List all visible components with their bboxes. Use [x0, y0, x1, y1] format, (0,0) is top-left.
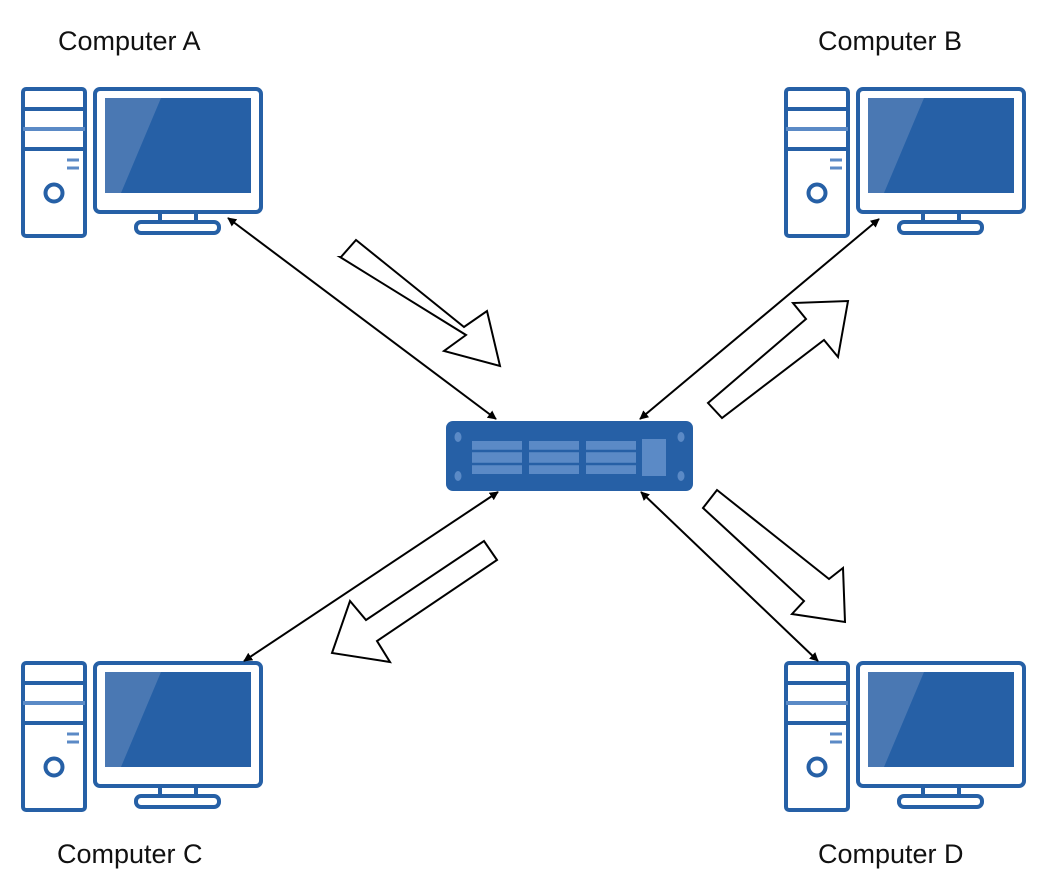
computer-d-icon [784, 661, 1026, 812]
computer-c-label: Computer C [57, 839, 203, 869]
computer-c-icon [21, 661, 263, 812]
link-c-line [243, 491, 499, 662]
link-d-line [640, 491, 819, 662]
flow-arrow-switch-to-d [701, 488, 847, 624]
flow-arrow-switch-to-b [706, 299, 850, 420]
computer-a-icon [21, 87, 263, 238]
link-b-line [639, 218, 880, 420]
flow-arrow-switch-to-c [330, 539, 499, 664]
computer-a-label: Computer A [58, 26, 201, 56]
computer-b-icon [784, 87, 1026, 238]
network-switch-icon [446, 421, 693, 491]
flow-arrow-a-to-switch [336, 238, 502, 368]
computer-d-label: Computer D [818, 839, 964, 869]
computer-b-label: Computer B [818, 26, 963, 56]
link-a-line [227, 217, 497, 420]
